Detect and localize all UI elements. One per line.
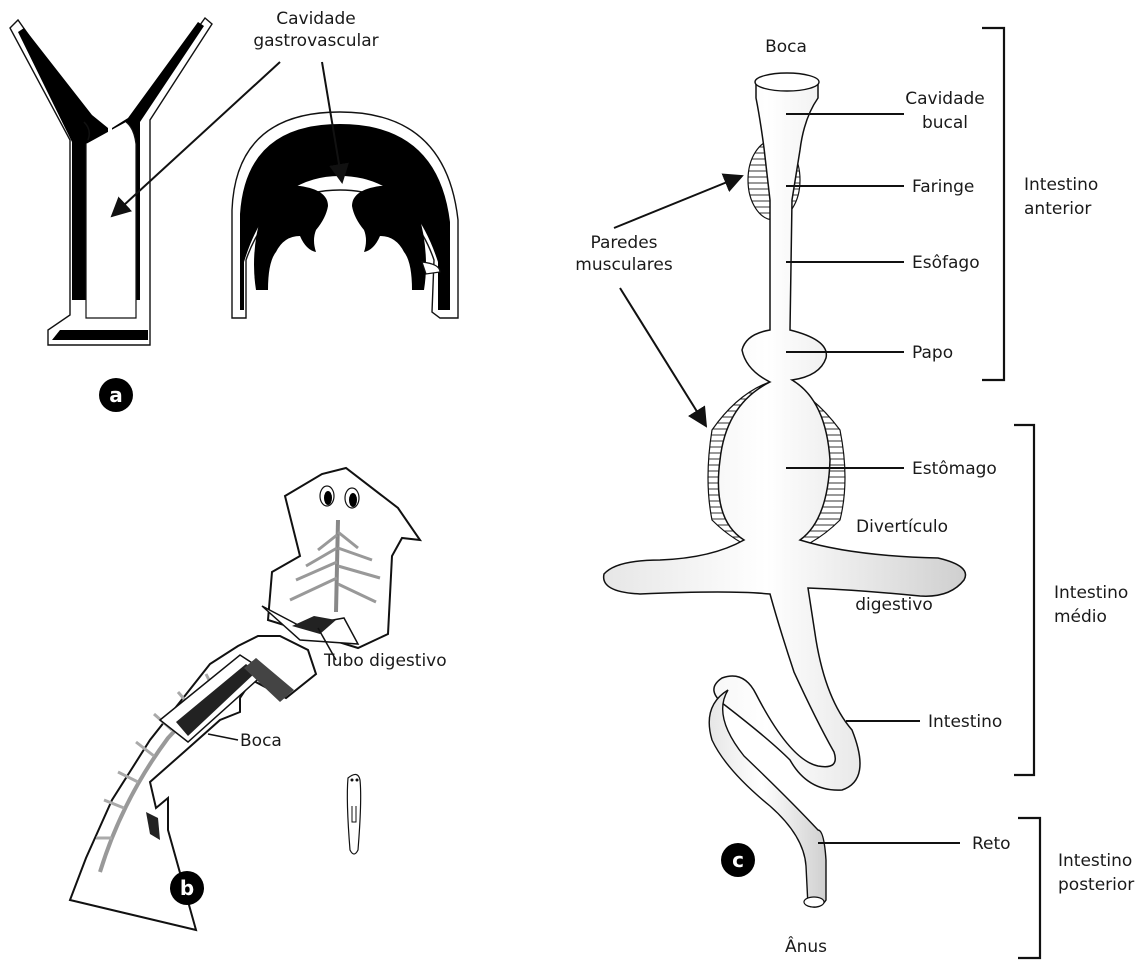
badge-c-text: c	[732, 848, 744, 872]
label-anterior-1: Intestino	[1024, 175, 1098, 195]
mouth-label-line	[208, 734, 238, 740]
cavity-label-line2: gastrovascular	[253, 31, 378, 51]
badge-b-text: b	[180, 876, 194, 900]
label-papo: Papo	[912, 343, 953, 363]
cavity-label-line1: Cavidade	[276, 9, 356, 29]
planarian-head-section	[262, 468, 420, 648]
label-esofago: Esôfago	[912, 253, 980, 273]
label-diverticulo-1: Divertículo	[856, 517, 948, 537]
label-paredes-1: Paredes	[590, 233, 657, 253]
planarian-whole-small	[347, 774, 360, 854]
hydra-longitudinal-section	[10, 18, 212, 345]
panel-a: Cavidade gastrovascular a	[10, 9, 458, 412]
label-medio-2: médio	[1054, 607, 1107, 627]
label-medio-1: Intestino	[1054, 583, 1128, 603]
label-posterior-1: Intestino	[1058, 851, 1132, 871]
label-cavidade-bucal-2: bucal	[922, 113, 968, 133]
label-anus: Ânus	[785, 935, 827, 957]
label-cavidade-bucal-1: Cavidade	[905, 89, 985, 109]
hydra-cross-section	[232, 112, 458, 318]
label-anterior-2: anterior	[1024, 199, 1091, 219]
label-boca: Boca	[765, 37, 807, 57]
tube-label: Tubo digestivo	[323, 651, 447, 671]
label-faringe: Faringe	[912, 177, 974, 197]
bracket-posterior	[1018, 818, 1040, 958]
panel-c: Boca Cavidade bucal Faringe Esôfago Papo…	[575, 28, 1134, 958]
label-paredes-2: musculares	[575, 255, 673, 275]
arrow-pharynx-wall	[614, 176, 742, 228]
badge-a-text: a	[109, 383, 123, 407]
digestive-tract-drawing	[604, 73, 966, 907]
label-estomago: Estômago	[912, 459, 997, 479]
anus-opening	[804, 897, 824, 907]
mouth-opening	[755, 73, 819, 91]
label-posterior-2: posterior	[1058, 875, 1134, 895]
label-reto: Reto	[972, 834, 1011, 854]
bracket-medio	[1014, 425, 1034, 775]
panel-b: Tubo digestivo Boca b	[70, 468, 447, 930]
label-diverticulo-2: digestivo	[855, 595, 932, 615]
mouth-label: Boca	[240, 731, 282, 751]
label-intestino: Intestino	[928, 712, 1002, 732]
bracket-anterior	[982, 28, 1004, 380]
arrow-stomach-wall	[620, 288, 706, 426]
